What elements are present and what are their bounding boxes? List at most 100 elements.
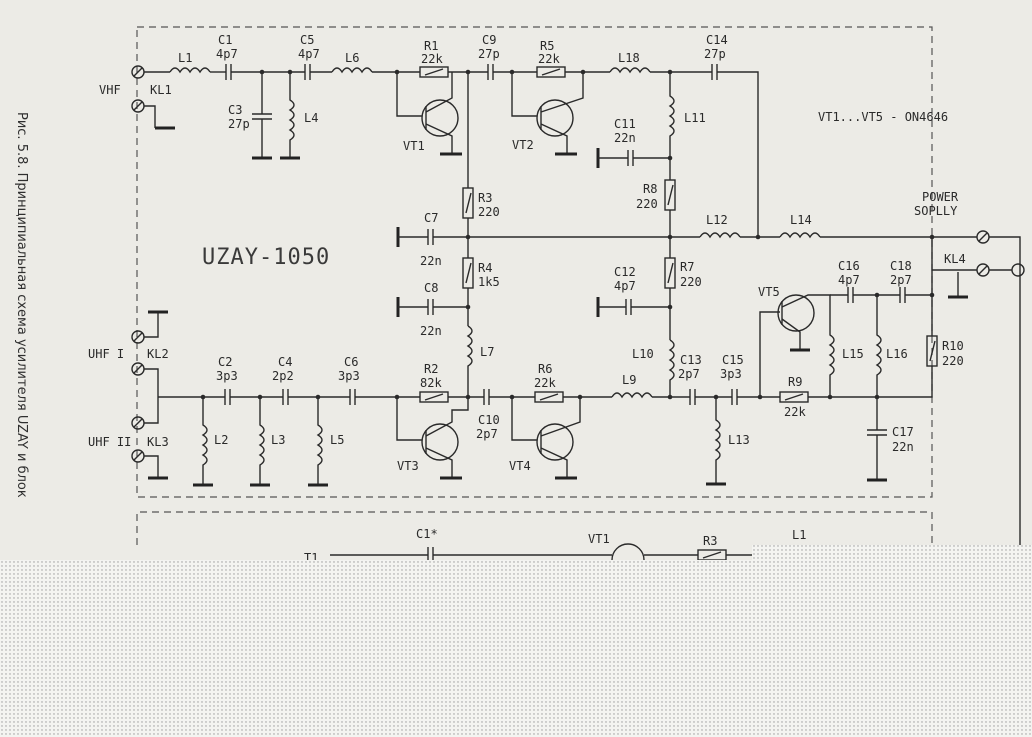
inductor-L1 — [169, 67, 211, 74]
uhf2-input: UHF II KL3 — [88, 416, 169, 480]
svg-text:UHF I: UHF I — [88, 347, 124, 361]
inductor-L13 — [714, 397, 721, 484]
svg-text:R2: R2 — [424, 362, 438, 376]
svg-text:KL4: KL4 — [944, 252, 966, 266]
inductor-L7 — [466, 325, 473, 397]
svg-text:KL3: KL3 — [147, 435, 169, 449]
svg-text:L3: L3 — [271, 433, 285, 447]
transistor-VT2: VT2 — [511, 72, 584, 156]
amplifier-enclosure — [136, 26, 933, 498]
svg-text:22n: 22n — [614, 131, 636, 145]
figure-caption: Рис. 5.8. Принципиальная схема усилителя… — [14, 112, 29, 498]
svg-text:4p7: 4p7 — [838, 273, 860, 287]
svg-text:C18: C18 — [890, 259, 912, 273]
svg-text:4p7: 4p7 — [298, 47, 320, 61]
svg-text:VT2: VT2 — [512, 138, 534, 152]
inductor-L14 — [779, 232, 821, 239]
svg-text:3p3: 3p3 — [720, 367, 742, 381]
svg-text:KL1: KL1 — [150, 83, 172, 97]
device-name: UZAY-1050 — [202, 245, 330, 270]
svg-text:22n: 22n — [892, 440, 914, 454]
svg-text:C10: C10 — [478, 413, 500, 427]
inductor-L6 — [331, 67, 373, 74]
svg-text:VT5: VT5 — [758, 285, 780, 299]
svg-text:L14: L14 — [790, 213, 812, 227]
svg-text:L10: L10 — [632, 347, 654, 361]
uhf1-input: UHF I KL2 — [88, 310, 169, 376]
masked-region-top — [752, 545, 1032, 561]
lower-block: C1* T1 VT1 R3 L1 — [304, 527, 806, 577]
svg-text:C3: C3 — [228, 103, 242, 117]
svg-text:L1: L1 — [792, 528, 806, 542]
inductor-L2 — [201, 397, 208, 485]
svg-text:R6: R6 — [538, 362, 552, 376]
svg-text:27p: 27p — [704, 47, 726, 61]
svg-text:L13: L13 — [728, 433, 750, 447]
svg-text:L5: L5 — [330, 433, 344, 447]
svg-text:C14: C14 — [706, 33, 728, 47]
svg-text:R8: R8 — [643, 182, 657, 196]
svg-text:C16: C16 — [838, 259, 860, 273]
svg-text:22k: 22k — [534, 376, 556, 390]
inductor-L16 — [875, 295, 882, 397]
inductor-L9 — [611, 392, 653, 399]
svg-text:R9: R9 — [788, 375, 802, 389]
inductor-L18 — [609, 67, 651, 74]
svg-text:L4: L4 — [304, 111, 318, 125]
svg-text:C1*: C1* — [416, 527, 438, 541]
svg-text:2p2: 2p2 — [272, 369, 294, 383]
svg-text:C2: C2 — [218, 355, 232, 369]
svg-text:220: 220 — [942, 354, 964, 368]
svg-text:27p: 27p — [478, 47, 500, 61]
svg-text:C4: C4 — [278, 355, 292, 369]
svg-text:C8: C8 — [424, 281, 438, 295]
svg-text:C17: C17 — [892, 425, 914, 439]
svg-text:R3: R3 — [703, 534, 717, 548]
svg-text:C1: C1 — [218, 33, 232, 47]
svg-text:C12: C12 — [614, 265, 636, 279]
svg-text:22k: 22k — [421, 52, 443, 66]
svg-text:22n: 22n — [420, 324, 442, 338]
inductor-L5 — [316, 397, 323, 485]
inductor-L11 — [668, 72, 675, 180]
svg-text:4p7: 4p7 — [614, 279, 636, 293]
svg-text:22k: 22k — [784, 405, 806, 419]
svg-text:POWER: POWER — [922, 190, 959, 204]
svg-text:22n: 22n — [420, 254, 442, 268]
svg-text:C11: C11 — [614, 117, 636, 131]
svg-text:KL2: KL2 — [147, 347, 169, 361]
transistor-VT3: VT3 — [396, 397, 469, 480]
svg-text:L2: L2 — [214, 433, 228, 447]
inductor-L12 — [699, 232, 741, 239]
svg-text:UHF II: UHF II — [88, 435, 131, 449]
capacitor-C8: C8 22n — [396, 281, 468, 338]
svg-text:VT3: VT3 — [397, 459, 419, 473]
svg-text:2p7: 2p7 — [678, 367, 700, 381]
svg-text:R3: R3 — [478, 191, 492, 205]
svg-text:R10: R10 — [942, 339, 964, 353]
svg-text:VT1: VT1 — [588, 532, 610, 546]
svg-text:3p3: 3p3 — [216, 369, 238, 383]
masked-region — [0, 560, 1032, 737]
svg-text:L18: L18 — [618, 51, 640, 65]
svg-text:220: 220 — [636, 197, 658, 211]
svg-text:220: 220 — [478, 205, 500, 219]
svg-text:L6: L6 — [345, 51, 359, 65]
